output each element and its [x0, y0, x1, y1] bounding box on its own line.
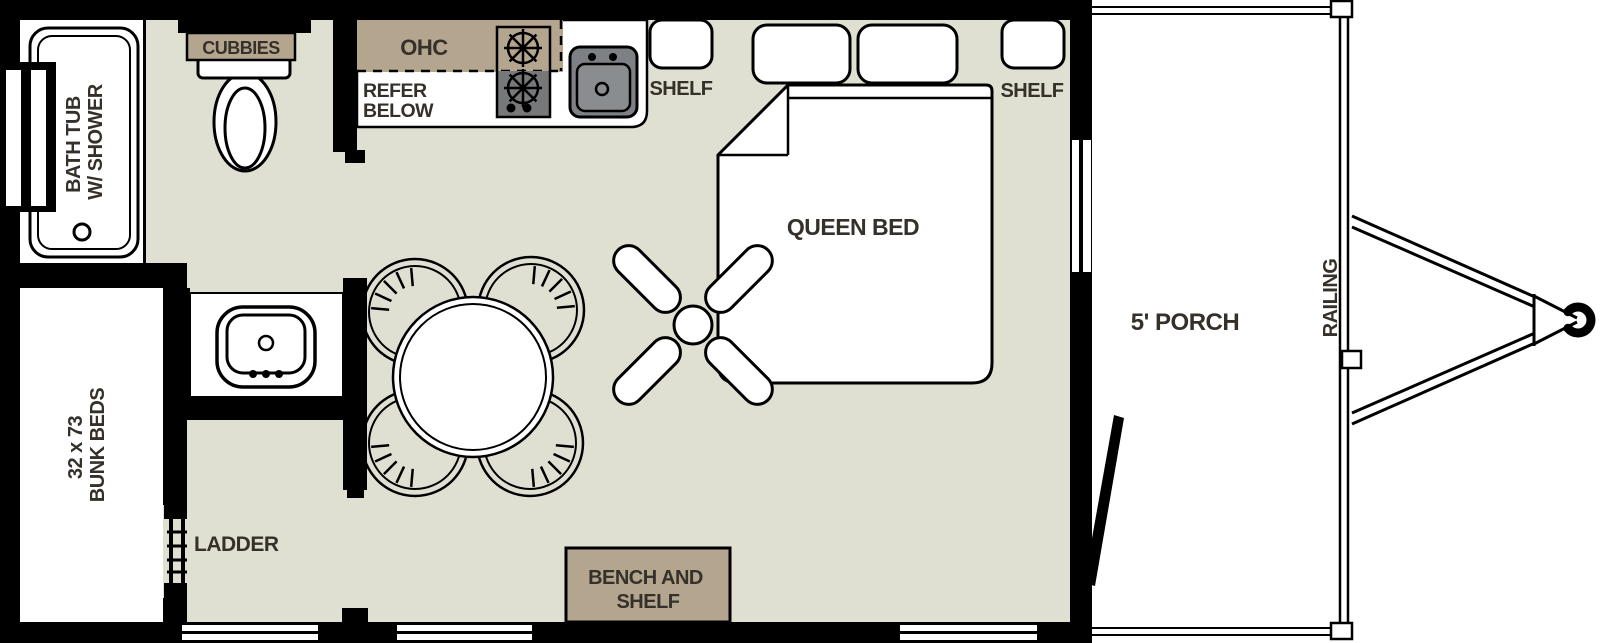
ceiling-fan-icon: [605, 237, 781, 413]
bunk-label: 32 x 73 BUNK BEDS: [65, 388, 109, 503]
railing-post: [1329, 0, 1354, 19]
wall-bottom-tab: [342, 608, 368, 624]
shelf-bedroom-label: SHELF: [1000, 80, 1063, 102]
queen-bed: QUEEN BED: [716, 23, 994, 385]
tub-drain-icon: [72, 222, 92, 242]
shelf-kitchen-box: [648, 18, 714, 70]
cubbies-box: [185, 31, 297, 62]
porch-outline: [1092, 6, 1333, 636]
ladder-icon: [164, 504, 187, 598]
dinette: [338, 233, 608, 520]
wall-vanity-bottom: [167, 397, 367, 420]
wall-foot: [347, 486, 364, 498]
cubbies-label: CUBBIES: [202, 38, 280, 58]
pillow-right: [856, 23, 959, 85]
pillow-left: [751, 23, 852, 85]
wall-vanity-right: [343, 278, 367, 490]
stove-icon: [495, 25, 552, 119]
window-bottom-2: [397, 625, 532, 640]
window-bottom-3: [900, 625, 1037, 640]
shelf-kitchen-label: SHELF: [649, 78, 712, 100]
bathroom-sink-icon: [215, 305, 317, 389]
trailer-tongue-icon: [1351, 214, 1596, 426]
bench-and-shelf-box: [564, 546, 732, 624]
ohc-label: OHC: [400, 35, 448, 60]
railing-post: [1340, 349, 1363, 370]
wall-foot: [345, 150, 365, 163]
window-right: [1072, 140, 1091, 272]
overhead-cabinet: [357, 20, 563, 72]
window-left: [0, 62, 56, 212]
window-bottom-1: [182, 625, 318, 640]
entry-door: [1070, 412, 1124, 586]
bathtub-label: BATH TUB W/ SHOWER: [63, 83, 107, 200]
bench-label: BENCH AND SHELF: [588, 567, 708, 613]
door-leaf: [1084, 415, 1124, 586]
porch-label: 5' PORCH: [1131, 309, 1239, 336]
bathtub-fixture: [28, 26, 140, 259]
wall-bunk-right-lower: [163, 598, 187, 622]
queen-bed-label: QUEEN BED: [787, 214, 919, 240]
cubbies-wall-tab: [178, 20, 311, 33]
refer-below-label: REFER BELOW: [363, 80, 434, 122]
ladder-label: LADDER: [194, 533, 279, 556]
hitch-coupler-icon: [1560, 302, 1596, 338]
tub-partition-line: [143, 20, 146, 263]
railing-post: [1329, 621, 1354, 641]
wall-bunk-right-upper: [163, 288, 187, 505]
wall-right: [1070, 0, 1092, 643]
wall-bath-bottom: [0, 263, 187, 288]
porch-deck: [1092, 6, 1349, 636]
wall-bath-kitchen: [333, 0, 357, 152]
railing: [1329, 0, 1363, 641]
wall-top: [0, 0, 1092, 20]
railing-label: RAILING: [1320, 259, 1342, 338]
shelf-bedroom-box: [1000, 18, 1066, 70]
bunk-bed-area: [20, 288, 163, 622]
kitchen-sink-icon: [568, 45, 639, 119]
